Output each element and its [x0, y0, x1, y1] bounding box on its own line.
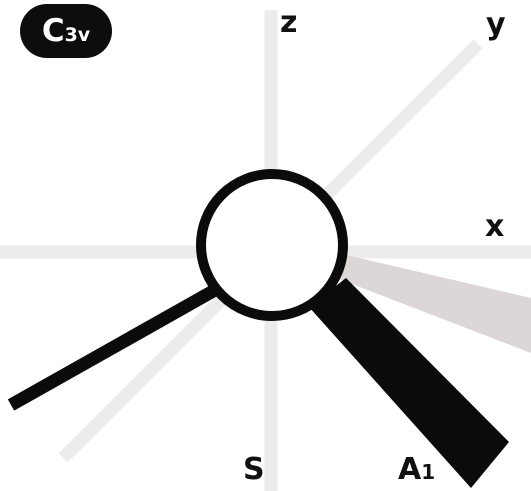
y-axis-label: y [486, 7, 506, 42]
x-axis-label: x [485, 209, 505, 244]
s-label: S [243, 452, 265, 487]
z-axis-label: z [280, 5, 298, 40]
badge-sub-text: 3v [64, 24, 91, 46]
bold-wedge-bond [309, 278, 509, 488]
shaded-wedge-bond [331, 255, 531, 353]
badge-main-text: C [41, 12, 65, 49]
line-bond [7, 284, 219, 411]
a1-main: A [398, 452, 422, 487]
a1-label: A1 [398, 455, 435, 485]
central-atom [196, 169, 348, 321]
a1-subscript: 1 [421, 460, 436, 484]
